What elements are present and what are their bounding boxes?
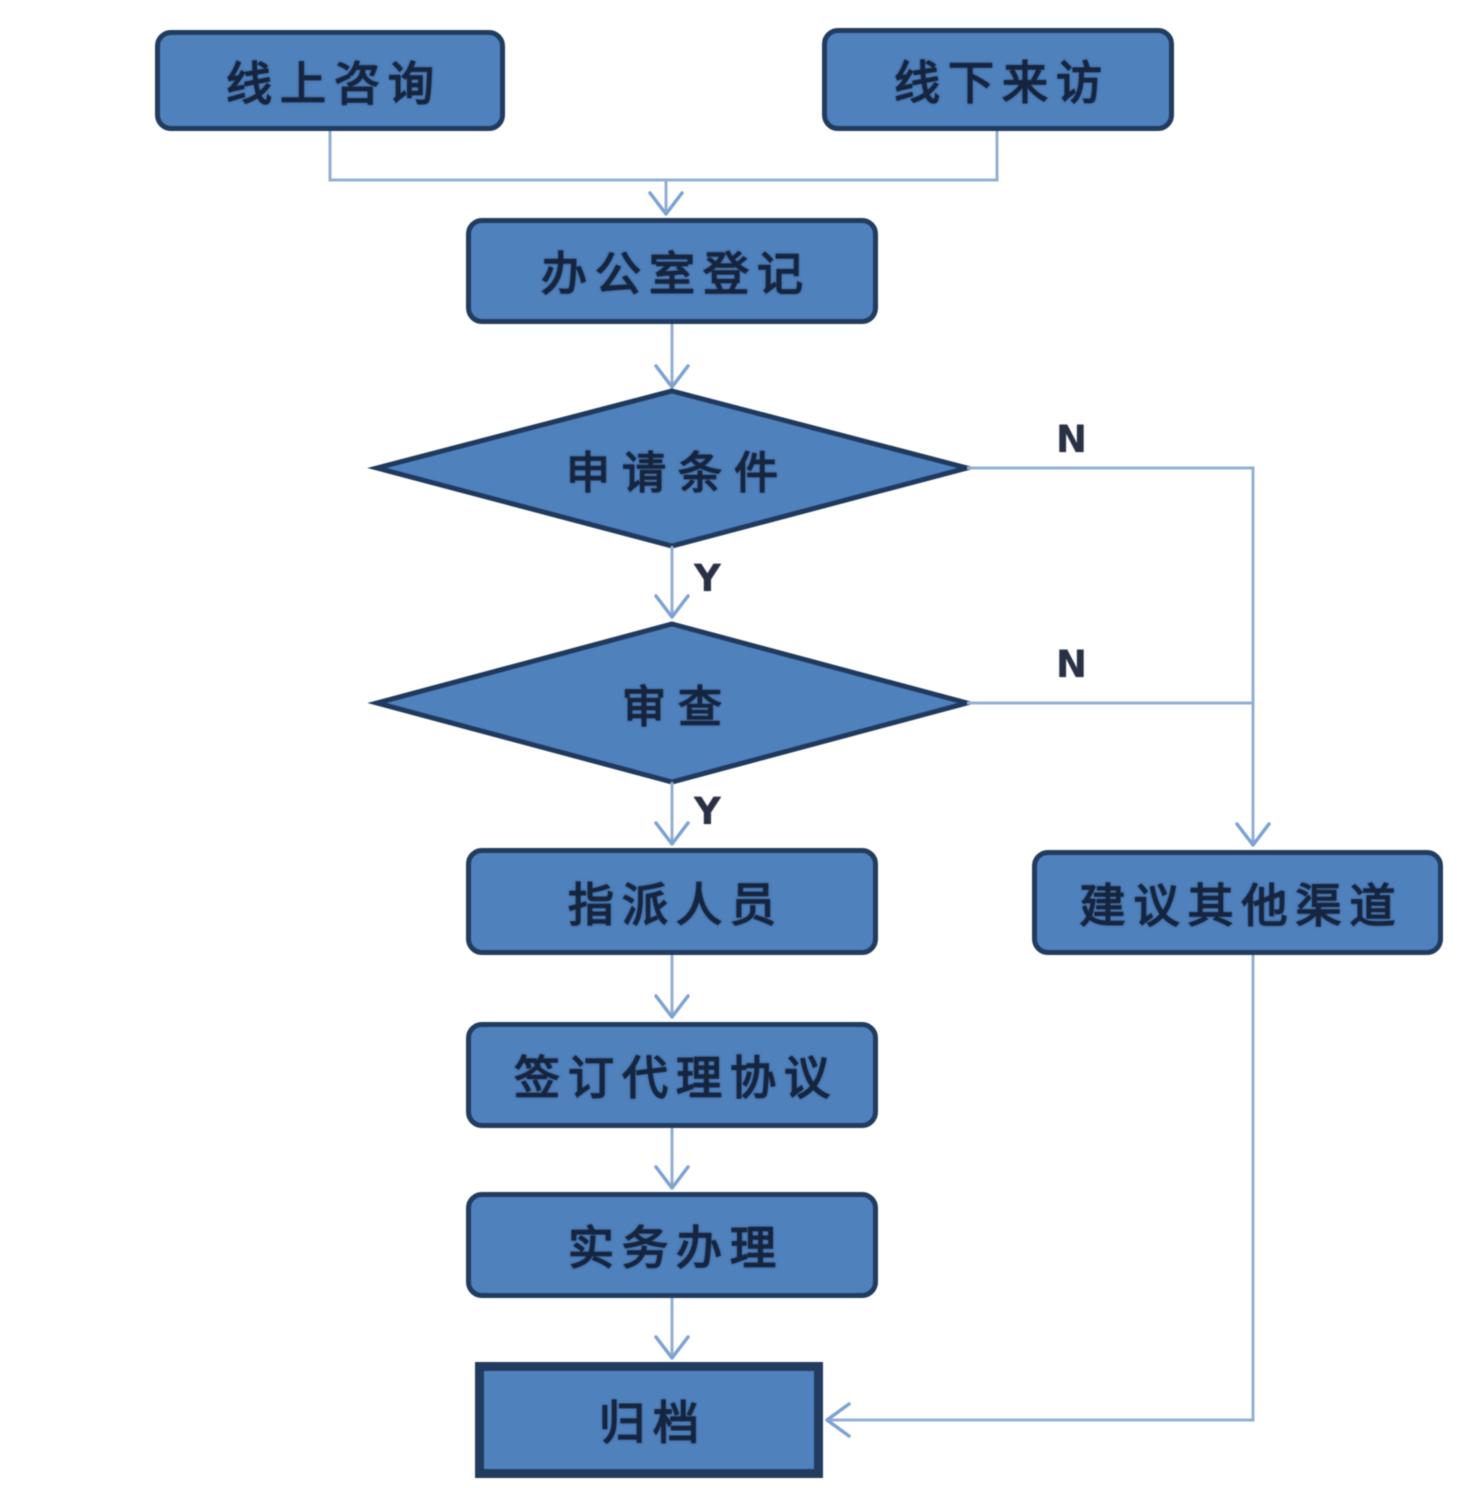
node-online-consult: 线上咨询: [155, 30, 505, 131]
arrowhead-into-other-channel: [1235, 822, 1271, 847]
branch-label-review-no: N: [1056, 643, 1087, 686]
node-offline-visit: 线下来访: [822, 28, 1174, 131]
node-sign-agreement: 签订代理协议: [466, 1022, 878, 1128]
branch-label-review-yes: Y: [694, 790, 721, 833]
branch-label-conditions-yes: Y: [694, 557, 721, 600]
node-office-register: 办公室登记: [466, 218, 878, 324]
node-archive: 归档: [475, 1362, 823, 1478]
arrowhead-into-archive-top: [654, 1335, 690, 1360]
edge-conditions-no: [967, 466, 1255, 842]
decision-review-label: 审查: [622, 682, 734, 733]
node-practical-handling: 实务办理: [466, 1192, 878, 1298]
edge-other-channel-to-archive: [830, 955, 1255, 1422]
arrowhead-into-register: [648, 191, 684, 216]
node-suggest-other-channel: 建议其他渠道: [1032, 850, 1443, 955]
arrowhead-into-review: [654, 594, 690, 619]
arrowhead-into-agreement: [654, 994, 690, 1019]
branch-label-conditions-no: N: [1056, 418, 1087, 461]
arrowhead-into-archive-right: [825, 1402, 851, 1438]
arrowhead-into-assign: [654, 821, 690, 846]
arrowhead-into-conditions: [654, 364, 690, 389]
arrowhead-into-handling: [654, 1165, 690, 1190]
decision-conditions-label: 申请条件: [566, 447, 790, 499]
node-assign-staff: 指派人员: [466, 848, 878, 955]
edge-entry-merge: [328, 131, 999, 182]
